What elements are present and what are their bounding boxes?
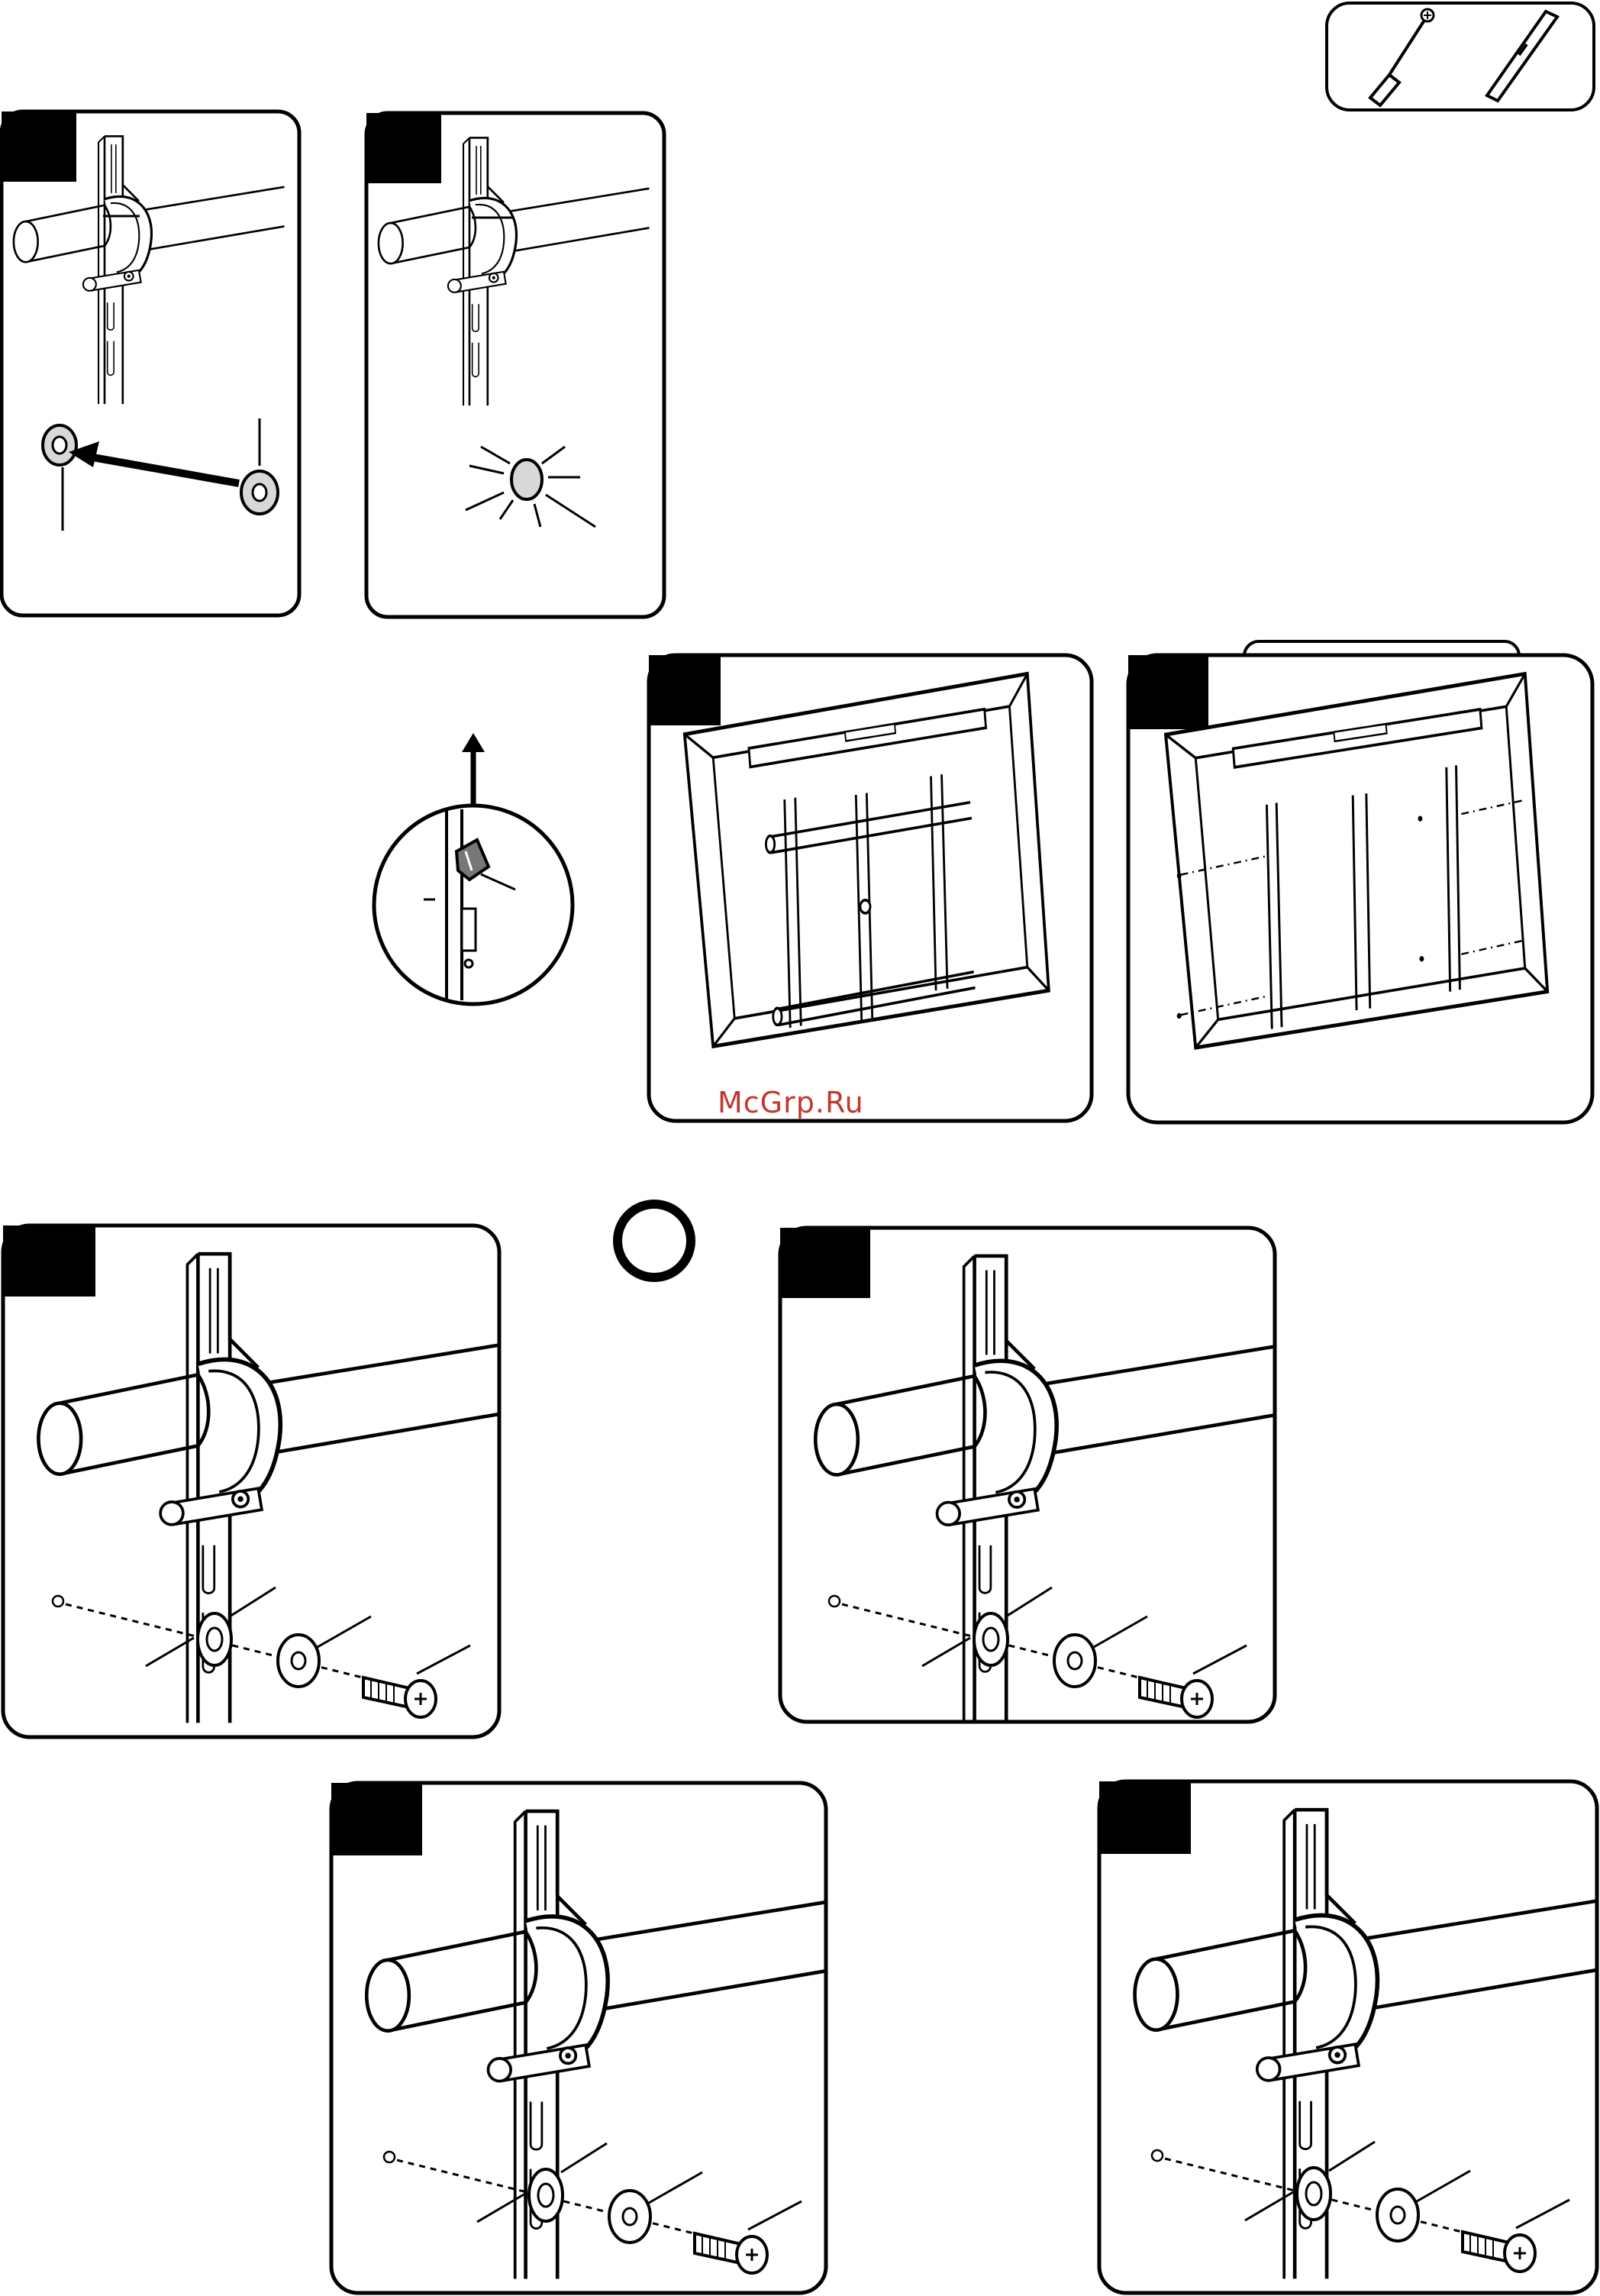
step-number-tab <box>2 111 76 182</box>
step-number-tab <box>366 113 441 183</box>
step-panel-c <box>649 655 1092 1121</box>
step-number-tab <box>331 1783 422 1855</box>
step-panel-d <box>1128 641 1592 1122</box>
step-panel-h <box>1099 1781 1600 2293</box>
step-panel-f <box>780 1228 1289 1722</box>
tools-box <box>1327 3 1594 110</box>
step-panel-a <box>2 111 299 615</box>
step-number-tab <box>3 1226 95 1297</box>
step-number-tab <box>1099 1781 1191 1854</box>
step-panel-b <box>366 113 664 617</box>
washer-icon <box>511 460 542 499</box>
step-number-tab <box>780 1228 870 1298</box>
or-circle-icon <box>618 1204 691 1277</box>
step-panel-g <box>331 1783 840 2293</box>
watermark-text: McGrp.Ru <box>718 1086 864 1119</box>
clip-detail-callout <box>374 733 573 1004</box>
step-number-tab <box>649 655 721 725</box>
step-panel-e <box>3 1226 514 1737</box>
step-number-tab <box>1128 655 1208 729</box>
